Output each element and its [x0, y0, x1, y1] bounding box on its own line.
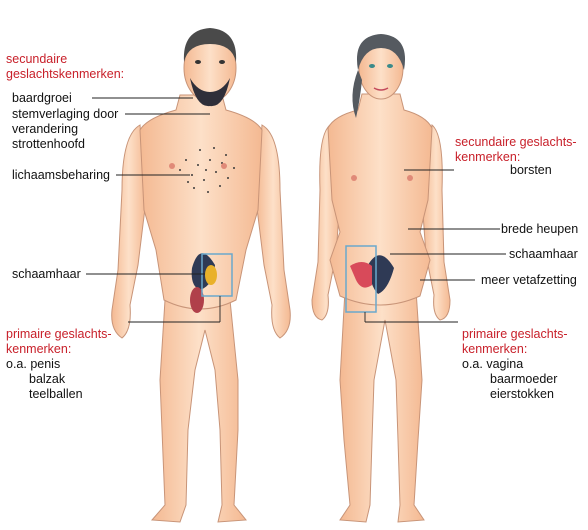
male-secondary-heading-line2: geslachtskenmerken: [6, 67, 125, 82]
male-primary-heading-line1: primaire geslachts- [6, 327, 112, 342]
label-breasts: borsten [510, 163, 552, 178]
label-voice-line1: stemverlaging door [12, 107, 119, 122]
male-primary-item-3: teelballen [29, 387, 83, 402]
female-primary-item-1: o.a. vagina [462, 357, 524, 372]
female-secondary-heading-line1: secundaire geslachts- [455, 135, 577, 150]
female-inset-frame [345, 245, 377, 313]
label-male-pubic-hair: schaamhaar [12, 267, 81, 282]
female-primary-heading-line2: kenmerken: [462, 342, 528, 357]
label-hips: brede heupen [501, 222, 579, 237]
female-primary-item-3: eierstokken [490, 387, 554, 402]
female-primary-item-2: baarmoeder [490, 372, 558, 387]
female-figure [311, 36, 451, 523]
label-voice-line2: verandering [12, 122, 79, 137]
male-secondary-heading-line1: secundaire [6, 52, 68, 67]
male-primary-item-2: balzak [29, 372, 66, 387]
male-primary-item-1: o.a. penis [6, 357, 61, 372]
leader-lines [86, 97, 506, 323]
label-voice-line3: strottenhoofd [12, 137, 85, 152]
label-body-hair: lichaamsbeharing [12, 168, 110, 183]
male-primary-heading-line2: kenmerken: [6, 342, 72, 357]
male-hair [169, 28, 237, 313]
female-primary-heading-line1: primaire geslachts- [462, 327, 568, 342]
label-beard: baardgroei [12, 91, 72, 106]
male-inset-frame [201, 253, 233, 297]
label-fat: meer vetafzetting [481, 273, 577, 288]
female-secondary-heading-line2: kenmerken: [455, 150, 521, 165]
label-female-pubic-hair: schaamhaar [509, 247, 578, 262]
female-hair [350, 34, 413, 294]
